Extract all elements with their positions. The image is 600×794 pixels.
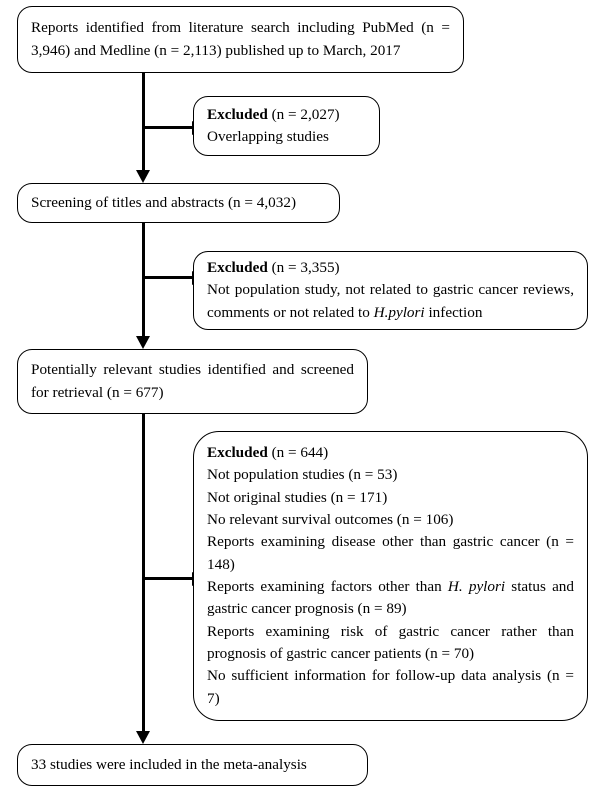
excluded-criteria-count: (n = 3,355) bbox=[267, 258, 340, 276]
connector-branch-3 bbox=[141, 577, 195, 580]
connector-trunk-1 bbox=[141, 73, 145, 171]
excluded-detailed-item-3: No relevant survival outcomes (n = 106) bbox=[207, 510, 454, 528]
h-pylori-italic: H.pylori bbox=[373, 303, 425, 321]
arrowhead-to-screening bbox=[136, 170, 150, 183]
excluded-detailed-item-7: No sufficient information for follow-up … bbox=[207, 667, 574, 707]
excluded-criteria-heading-line: Excluded (n = 3,355) bbox=[207, 257, 574, 279]
node-reports-identified-text: Reports identified from literature searc… bbox=[31, 19, 450, 59]
node-excluded-criteria: Excluded (n = 3,355) Not population stud… bbox=[193, 251, 588, 330]
connector-branch-1 bbox=[141, 126, 195, 129]
node-screening: Screening of titles and abstracts (n = 4… bbox=[17, 183, 340, 223]
excluded-detailed-item-5-part2: status and gastric cancer prognosis (n =… bbox=[207, 578, 574, 618]
excluded-criteria-reason-part1: Not population study, not related to gas… bbox=[207, 281, 574, 321]
connector-branch-2 bbox=[141, 276, 195, 279]
excluded-criteria-reason: Not population study, not related to gas… bbox=[207, 279, 574, 324]
arrowhead-to-included bbox=[136, 731, 150, 744]
excluded-label: Excluded bbox=[207, 443, 268, 461]
excluded-detailed-count: (n = 644) bbox=[267, 443, 329, 461]
node-excluded-detailed: Excluded (n = 644) Not population studie… bbox=[193, 431, 588, 721]
excluded-overlapping-heading-line: Excluded (n = 2,027) bbox=[207, 104, 366, 126]
excluded-detailed-item-5: Reports examining factors other than H. … bbox=[207, 576, 574, 621]
connector-trunk-2 bbox=[141, 223, 145, 337]
excluded-detailed-item-5-part1: Reports examining factors other than bbox=[207, 578, 448, 595]
excluded-criteria-reason-part2: infection bbox=[424, 303, 483, 321]
excluded-label: Excluded bbox=[207, 105, 268, 123]
node-potentially-relevant-text: Potentially relevant studies identified … bbox=[31, 361, 354, 401]
node-reports-identified: Reports identified from literature searc… bbox=[17, 6, 464, 73]
excluded-detailed-item-6: Reports examining risk of gastric cancer… bbox=[207, 622, 574, 663]
excluded-detailed-item-4: Reports examining disease other than gas… bbox=[207, 533, 574, 573]
excluded-detailed-heading-line: Excluded (n = 644) bbox=[207, 442, 574, 464]
excluded-label: Excluded bbox=[207, 258, 268, 276]
node-included-text: 33 studies were included in the meta-ana… bbox=[31, 755, 307, 773]
excluded-detailed-item-2: Not original studies (n = 171) bbox=[207, 488, 388, 506]
excluded-overlapping-count: (n = 2,027) bbox=[267, 105, 340, 123]
node-potentially-relevant: Potentially relevant studies identified … bbox=[17, 349, 368, 414]
connector-trunk-3 bbox=[141, 414, 145, 732]
excluded-detailed-item-1: Not population studies (n = 53) bbox=[207, 466, 398, 484]
excluded-overlapping-reason: Overlapping studies bbox=[207, 128, 329, 145]
h-pylori-italic: H. pylori bbox=[447, 578, 506, 595]
node-excluded-overlapping: Excluded (n = 2,027) Overlapping studies bbox=[193, 96, 380, 156]
node-screening-text: Screening of titles and abstracts (n = 4… bbox=[31, 193, 296, 211]
node-included: 33 studies were included in the meta-ana… bbox=[17, 744, 368, 786]
arrowhead-to-potentially-relevant bbox=[136, 336, 150, 349]
